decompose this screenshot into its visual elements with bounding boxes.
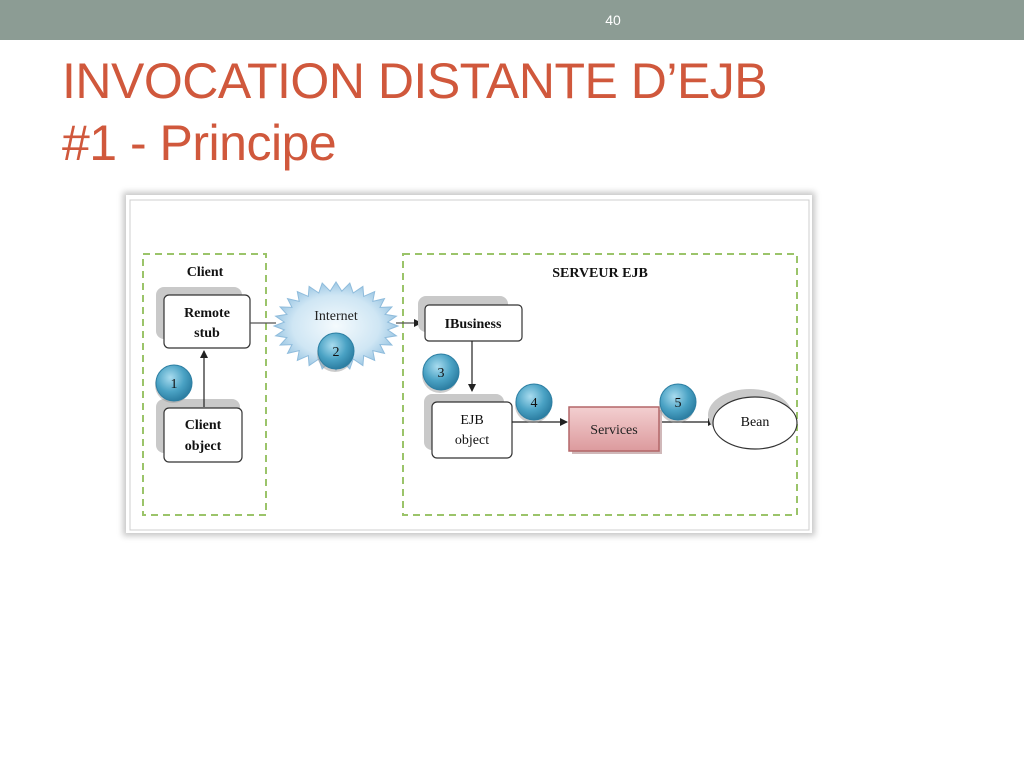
client-object-box	[163, 407, 243, 463]
services-box	[568, 406, 660, 452]
step-5-circle	[659, 383, 697, 421]
step-3-label: 3	[438, 366, 445, 381]
remote-stub-node: Remote stub	[156, 287, 251, 349]
client-group: Client	[142, 253, 267, 516]
bean-node: Bean	[708, 389, 798, 450]
slide-header-bar: 40	[0, 0, 1024, 40]
ejb-object-label-line-2: object	[455, 433, 489, 448]
step-4-label: 4	[531, 396, 538, 411]
internet-node: Internet	[272, 281, 400, 371]
step-3-marker: 3	[422, 353, 460, 393]
ejb-remote-invocation-diagram: Client SERVEUR EJB Remote stub Client ob…	[126, 195, 812, 533]
page-number: 40	[605, 12, 621, 28]
ibusiness-label: IBusiness	[445, 317, 502, 332]
step-2-marker: 2	[317, 332, 355, 372]
server-group: SERVEUR EJB	[402, 253, 798, 516]
ejb-object-label-line-1: EJB	[460, 413, 483, 428]
ibusiness-node: IBusiness	[418, 296, 523, 342]
figure-frame	[129, 199, 810, 531]
services-label: Services	[590, 423, 637, 438]
step-1-label: 1	[171, 377, 178, 392]
step-4-marker: 4	[515, 383, 553, 423]
remote-stub-label-line-1: Remote	[184, 306, 230, 321]
services-node: Services	[568, 406, 662, 454]
step-2-circle	[317, 332, 355, 370]
step-5-marker: 5	[659, 383, 697, 423]
server-group-label: SERVEUR EJB	[552, 266, 648, 281]
step-3-circle	[422, 353, 460, 391]
internet-label: Internet	[314, 309, 358, 324]
ejb-object-box	[431, 401, 513, 459]
step-4-circle	[515, 383, 553, 421]
client-group-border	[142, 253, 267, 516]
bean-label: Bean	[741, 415, 770, 430]
slide-title-line-2: #1 - Principe	[62, 115, 337, 171]
bean-ellipse	[712, 396, 798, 450]
step-5-label: 5	[675, 396, 682, 411]
ibusiness-box	[424, 304, 523, 342]
step-1-circle	[155, 364, 193, 402]
step-1-marker: 1	[155, 364, 193, 403]
client-object-node: Client object	[156, 399, 243, 463]
step-2-label: 2	[333, 345, 340, 360]
ejb-object-node: EJB object	[424, 394, 513, 459]
slide-title: INVOCATION DISTANTE D’EJB #1 - Principe	[62, 50, 768, 174]
client-object-label-line-2: object	[185, 439, 222, 454]
internet-burst-shape	[272, 281, 400, 371]
remote-stub-label-line-2: stub	[194, 326, 220, 341]
server-group-border	[402, 253, 798, 516]
remote-stub-box	[163, 294, 251, 349]
slide-title-line-1: INVOCATION DISTANTE D’EJB	[62, 53, 768, 109]
client-object-label-line-1: Client	[185, 418, 222, 433]
client-group-label: Client	[187, 265, 224, 280]
